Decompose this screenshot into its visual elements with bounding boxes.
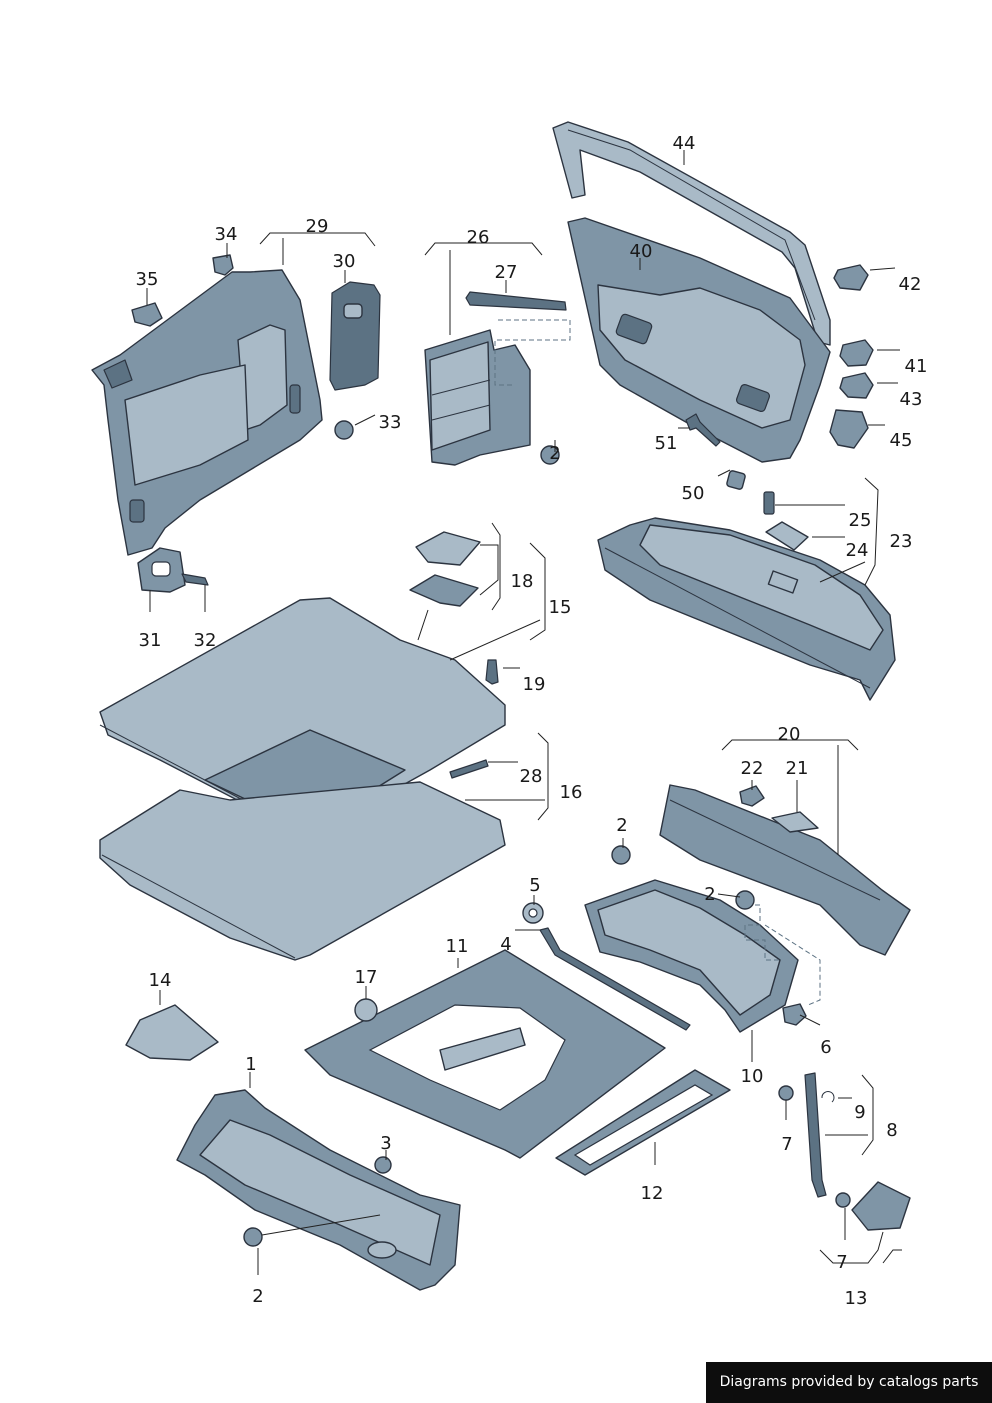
- part-3-clip[interactable]: [374, 1156, 392, 1174]
- part-22-clip[interactable]: [739, 785, 765, 807]
- part-10-tub[interactable]: [584, 879, 799, 1033]
- label-43[interactable]: 43: [900, 389, 923, 410]
- part-7-ball-stud-top[interactable]: [778, 1085, 794, 1101]
- label-2-box[interactable]: 2: [549, 443, 560, 464]
- label-22[interactable]: 22: [741, 758, 764, 779]
- label-21[interactable]: 21: [786, 758, 809, 779]
- label-41[interactable]: 41: [905, 356, 928, 377]
- part-51-screw[interactable]: [685, 413, 721, 447]
- label-50[interactable]: 50: [682, 483, 705, 504]
- label-17[interactable]: 17: [355, 967, 378, 988]
- label-24[interactable]: 24: [846, 540, 869, 561]
- part-24-cover-handle[interactable]: [765, 521, 809, 551]
- part-8-gas-strut[interactable]: [804, 1072, 827, 1198]
- label-14[interactable]: 14: [149, 970, 172, 991]
- part-20-sill-trim[interactable]: [659, 784, 911, 956]
- label-15[interactable]: 15: [549, 597, 572, 618]
- part-16-floor-panel[interactable]: [99, 781, 506, 961]
- part-42-clip[interactable]: [833, 264, 869, 291]
- part-25-screw[interactable]: [763, 491, 775, 515]
- label-44[interactable]: 44: [673, 133, 696, 154]
- label-32[interactable]: 32: [194, 630, 217, 651]
- label-28[interactable]: 28: [520, 766, 543, 787]
- label-8[interactable]: 8: [886, 1120, 897, 1141]
- part-4-rod[interactable]: [539, 927, 691, 1031]
- label-29[interactable]: 29: [306, 216, 329, 237]
- part-18-gaskets[interactable]: [409, 531, 481, 607]
- label-51[interactable]: 51: [655, 433, 678, 454]
- label-9[interactable]: 9: [854, 1102, 865, 1123]
- part-33-clip[interactable]: [334, 420, 354, 440]
- part-17-clip[interactable]: [354, 998, 378, 1022]
- label-26[interactable]: 26: [467, 227, 490, 248]
- part-5-grommet[interactable]: [522, 902, 544, 924]
- label-10[interactable]: 10: [741, 1066, 764, 1087]
- label-35[interactable]: 35: [136, 269, 159, 290]
- part-23-luggage-cover[interactable]: [597, 517, 896, 701]
- label-23[interactable]: 23: [890, 531, 913, 552]
- label-2-tub-top[interactable]: 2: [616, 815, 627, 836]
- part-30-trim-cover[interactable]: [329, 281, 381, 391]
- label-33[interactable]: 33: [379, 412, 402, 433]
- label-13[interactable]: 13: [845, 1288, 868, 1309]
- part-41-clip[interactable]: [839, 339, 874, 367]
- label-27[interactable]: 27: [495, 262, 518, 283]
- part-6-clip[interactable]: [782, 1003, 807, 1026]
- part-9-spring-clip[interactable]: [821, 1091, 835, 1103]
- label-1[interactable]: 1: [245, 1054, 256, 1075]
- label-40[interactable]: 40: [630, 241, 653, 262]
- label-2-panel[interactable]: 2: [252, 1286, 263, 1307]
- label-25[interactable]: 25: [849, 510, 872, 531]
- part-34-clip[interactable]: [212, 254, 234, 276]
- part-27-strap[interactable]: [465, 291, 567, 311]
- part-50-nut[interactable]: [726, 470, 746, 490]
- label-20[interactable]: 20: [778, 724, 801, 745]
- part-2-bolt-tub-top[interactable]: [611, 845, 631, 865]
- label-3[interactable]: 3: [380, 1133, 391, 1154]
- credit-banner: Diagrams provided by catalogs parts: [706, 1362, 992, 1403]
- label-45[interactable]: 45: [890, 430, 913, 451]
- part-40-tailgate-trim[interactable]: [567, 217, 831, 463]
- part-12-grille[interactable]: [555, 1069, 731, 1176]
- label-7-bottom[interactable]: 7: [836, 1252, 847, 1273]
- leader-lines: [146, 150, 902, 1275]
- part-35-clip[interactable]: [131, 302, 163, 327]
- callout-labels: 44 40 42 41 43 45 51 50 25 24 23 29 34 3…: [136, 133, 928, 1309]
- label-12[interactable]: 12: [641, 1183, 664, 1204]
- label-31[interactable]: 31: [139, 630, 162, 651]
- label-19[interactable]: 19: [523, 674, 546, 695]
- label-18[interactable]: 18: [511, 571, 534, 592]
- part-28-handle[interactable]: [449, 759, 489, 779]
- part-29-side-trim[interactable]: [91, 269, 323, 556]
- part-1-rear-panel[interactable]: [176, 1089, 461, 1291]
- part-45-clip[interactable]: [829, 409, 869, 449]
- label-30[interactable]: 30: [333, 251, 356, 272]
- label-4[interactable]: 4: [500, 934, 511, 955]
- part-43-clip[interactable]: [839, 372, 874, 399]
- part-7-ball-stud-bottom[interactable]: [835, 1192, 851, 1208]
- part-14-bracket[interactable]: [125, 1004, 219, 1061]
- label-42[interactable]: 42: [899, 274, 922, 295]
- part-13-bracket[interactable]: [851, 1181, 911, 1231]
- label-5[interactable]: 5: [529, 875, 540, 896]
- part-2-bolt-panel[interactable]: [243, 1227, 263, 1247]
- part-2-bolt-tub-right[interactable]: [735, 890, 755, 910]
- label-6[interactable]: 6: [820, 1037, 831, 1058]
- part-26-storage-box[interactable]: [424, 329, 531, 466]
- label-34[interactable]: 34: [215, 224, 238, 245]
- label-16[interactable]: 16: [560, 782, 583, 803]
- label-2-tub-right[interactable]: 2: [704, 884, 715, 905]
- part-32-screw[interactable]: [181, 573, 209, 586]
- label-7-top[interactable]: 7: [781, 1134, 792, 1155]
- part-31-lashing-eye[interactable]: [137, 547, 186, 593]
- part-19-screw[interactable]: [485, 659, 499, 685]
- label-11[interactable]: 11: [446, 936, 469, 957]
- part-11-floor-frame[interactable]: [304, 949, 666, 1159]
